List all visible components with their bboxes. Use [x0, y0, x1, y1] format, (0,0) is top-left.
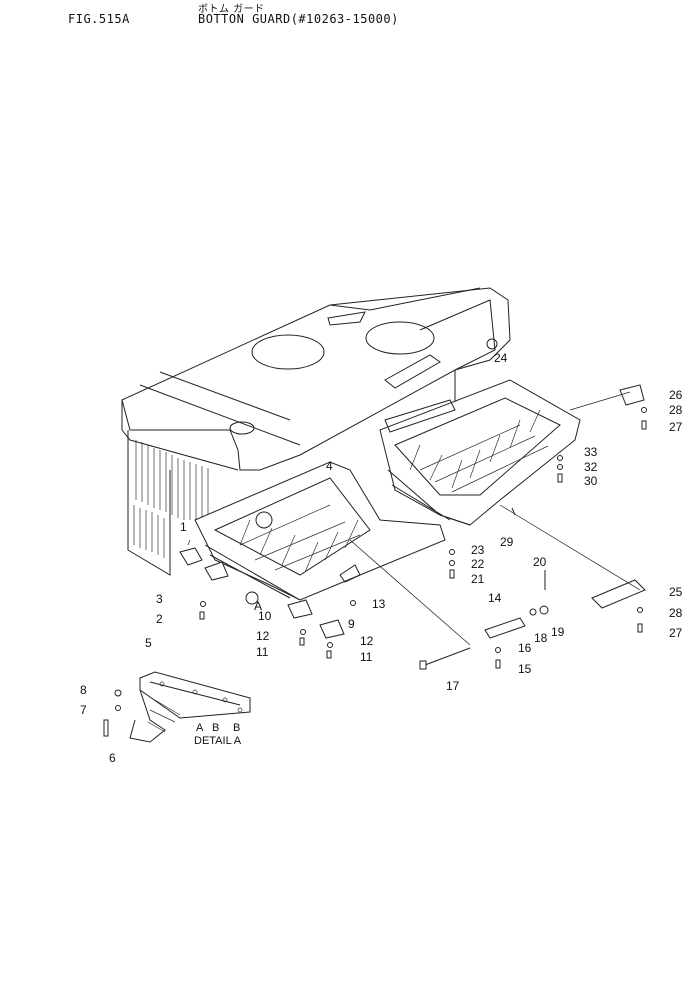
callout-8: 8: [80, 683, 87, 697]
detail-mark-a: A: [196, 722, 204, 734]
figure-number: FIG.515A: [68, 12, 130, 26]
front-bottom-guard: [194, 461, 446, 605]
callout-21: 21: [471, 572, 485, 586]
callout-28a: 28: [669, 403, 683, 417]
callout-12a: 12: [256, 629, 270, 643]
callout-15: 15: [518, 662, 532, 676]
callout-3: 3: [156, 592, 163, 606]
callout-18: 18: [534, 631, 548, 645]
callout-22: 22: [471, 557, 485, 571]
callout-16: 16: [518, 641, 532, 655]
callout-24: 24: [494, 351, 508, 365]
callout-11a: 11: [256, 645, 269, 659]
detail-mark-b2: B: [233, 722, 240, 734]
callout-a-marker: A: [254, 599, 262, 613]
callout-20: 20: [533, 555, 547, 569]
title-japanese: ボトム ガード: [198, 4, 265, 15]
brackets: [179, 384, 646, 639]
callout-labels: 1 2 3 4 5 6 7 8 9 10 11 11 12 12 13 14 1…: [80, 351, 683, 765]
callout-25: 25: [669, 585, 683, 599]
callout-27a: 27: [669, 420, 683, 434]
callout-30: 30: [584, 474, 598, 488]
callout-17: 17: [446, 679, 460, 693]
callout-7: 7: [80, 703, 87, 717]
hardware: [199, 407, 647, 669]
callout-9: 9: [348, 617, 355, 631]
callout-23: 23: [471, 543, 485, 557]
detail-mark-b1: B: [212, 722, 219, 734]
callout-11b: 11: [360, 650, 373, 664]
callout-6: 6: [109, 751, 116, 765]
callout-12b: 12: [360, 634, 374, 648]
callout-5: 5: [145, 636, 152, 650]
callout-13: 13: [372, 597, 386, 611]
detail-a-view: [103, 671, 251, 743]
callout-14: 14: [488, 591, 502, 605]
callout-2: 2: [156, 612, 163, 626]
callout-33: 33: [584, 445, 598, 459]
callout-32: 32: [584, 460, 598, 474]
callout-19: 19: [551, 625, 565, 639]
callout-4: 4: [326, 459, 333, 473]
machine-body: [121, 287, 511, 576]
callout-29: 29: [500, 535, 514, 549]
callout-26: 26: [669, 388, 683, 402]
callout-10: 10: [258, 609, 272, 623]
callout-27b: 27: [669, 626, 683, 640]
title-english: BOTTON GUARD(#10263-15000): [198, 12, 399, 26]
detail-caption: A B B DETAIL A: [194, 722, 242, 747]
callout-1: 1: [180, 520, 187, 534]
callout-28b: 28: [669, 606, 683, 620]
fastener-lines: [187, 391, 641, 670]
rear-bottom-guard: [379, 379, 581, 526]
detail-a-caption: DETAIL A: [194, 735, 242, 747]
